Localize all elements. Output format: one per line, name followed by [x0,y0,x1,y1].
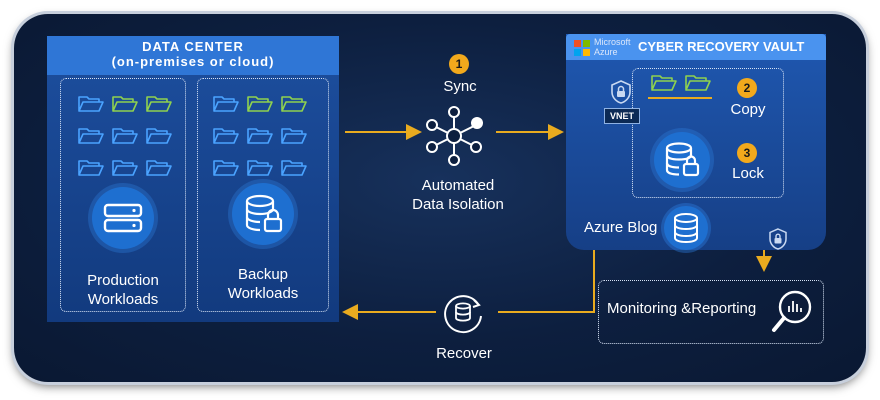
folder-icon [78,128,104,144]
folder-icon [112,160,138,176]
folder-icon [213,96,239,112]
monitoring-reporting-box: Monitoring &Reporting [598,280,824,344]
azure-blob-database-icon [664,206,708,250]
data-center-title: DATA CENTER [142,39,244,54]
data-center-header: DATA CENTER (on-premises or cloud) [47,36,339,75]
production-label-line1: Production [87,272,159,289]
isolation-label-line1: Automated [421,177,495,194]
folder-icon [247,96,273,112]
production-workloads-box: Production Workloads [60,78,186,312]
lock-step-badge: 3 [737,143,757,163]
brand-line2: Azure [594,47,618,57]
backup-label-line1: Backup [237,266,289,283]
folder-icon [78,96,104,112]
recover-label: Recover [436,345,492,362]
production-label: Production Workloads [61,271,185,309]
vault-folders-icon [651,75,711,91]
security-shield-icon [769,228,787,250]
shield-lock-icon [611,80,631,104]
lock-label: Lock [732,165,764,182]
vnet-label: VNET [604,108,640,124]
backup-workloads-box: Backup Workloads [197,78,329,312]
data-center-subtitle: (on-premises or cloud) [111,54,275,69]
folder-icon [213,128,239,144]
backup-label-line2: Workloads [227,285,299,302]
folder-icon [112,96,138,112]
folder-icon [247,160,273,176]
vault-folder-underline [648,97,712,99]
vault-database-lock-icon [654,132,710,188]
isolation-label-line2: Data Isolation [412,196,504,213]
copy-label: Copy [730,101,766,118]
vault-inner-box [632,68,784,198]
brand-line1: Microsoft [594,37,631,47]
server-icon [92,187,154,249]
folder-icon [281,96,307,112]
recover-cycle-icon [444,295,482,334]
folder-icon [281,128,307,144]
folder-icon [78,160,104,176]
folder-icon [281,160,307,176]
network-hub-icon [426,106,483,166]
folder-icon [213,160,239,176]
azure-blob-label: Azure Blog [584,219,658,236]
database-lock-icon [232,183,294,245]
folder-icon [146,160,172,176]
vault-title: CYBER RECOVERY VAULT [638,39,805,54]
folder-icon [112,128,138,144]
backup-folders [212,93,314,177]
microsoft-azure-brand: Microsoft Azure [594,37,631,57]
folder-icon [146,128,172,144]
backup-label: Backup Workloads [198,265,328,303]
monitoring-label: Monitoring &Reporting [607,300,757,317]
vault-header: Microsoft Azure CYBER RECOVERY VAULT [566,34,826,60]
arrow-vault-to-recover [498,244,595,313]
production-folders [77,93,179,177]
folder-icon [247,128,273,144]
folder-icon [146,96,172,112]
production-label-line2: Workloads [87,291,159,308]
sync-step-badge: 1 [449,54,469,74]
isolation-label: Automated Data Isolation [398,176,518,214]
copy-step-badge: 2 [737,78,757,98]
magnifier-chart-icon [772,290,812,332]
sync-label: Sync [443,78,477,95]
microsoft-logo-icon [574,40,590,56]
data-center-panel: DATA CENTER (on-premises or cloud) Produ… [47,36,339,322]
